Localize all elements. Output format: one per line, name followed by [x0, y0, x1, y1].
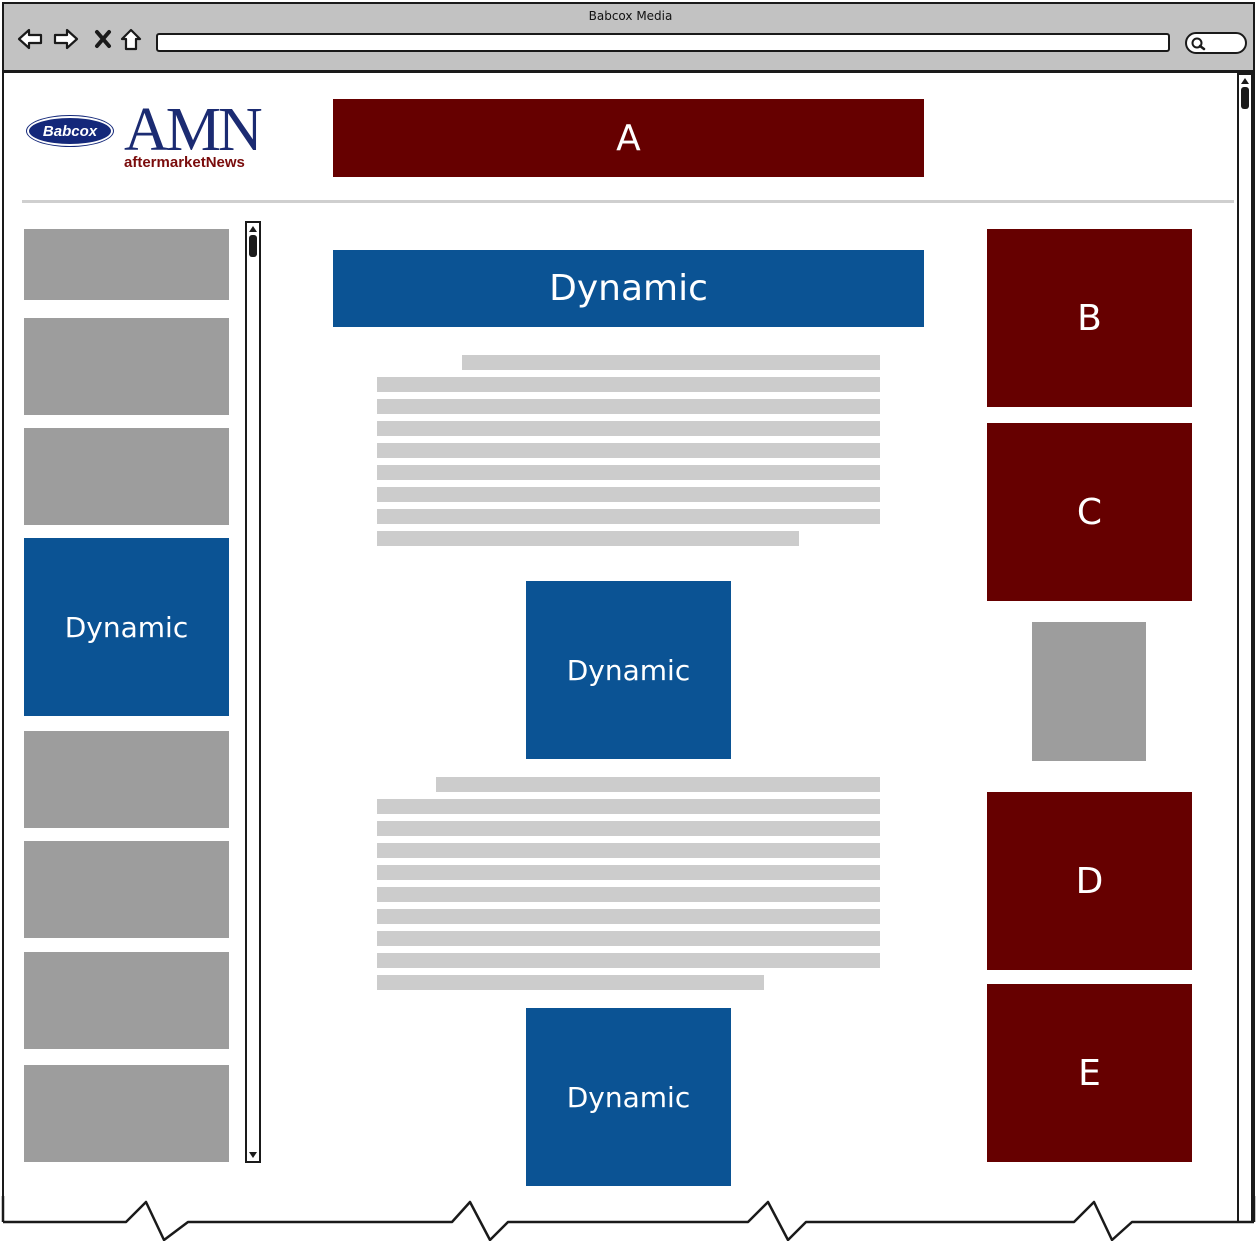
left-sidebar-placeholder[interactable] [24, 841, 229, 938]
close-icon[interactable] [90, 24, 118, 54]
url-input[interactable] [156, 33, 1170, 52]
text-line-placeholder [377, 443, 880, 458]
text-line-placeholder [377, 953, 880, 968]
text-line-placeholder [377, 799, 880, 814]
right-ad-b[interactable]: B [987, 229, 1192, 407]
center-dynamic-block-1[interactable]: Dynamic [526, 581, 731, 759]
text-line-placeholder [377, 487, 880, 502]
text-line-placeholder [377, 865, 880, 880]
forward-arrow-icon[interactable] [52, 24, 80, 54]
search-icon [1191, 37, 1206, 51]
text-line-placeholder [377, 421, 880, 436]
page-scroll-thumb[interactable] [1241, 87, 1249, 109]
center-dynamic-banner[interactable]: Dynamic [333, 250, 924, 327]
text-line-placeholder [462, 355, 880, 370]
babcox-logo-text: Babcox [42, 122, 98, 140]
text-line-placeholder [377, 975, 764, 990]
text-line-placeholder [377, 377, 880, 392]
left-sidebar-placeholder[interactable] [24, 229, 229, 300]
left-sidebar-placeholder[interactable] [24, 1065, 229, 1162]
header-divider [22, 200, 1234, 203]
text-line-placeholder [436, 777, 880, 792]
scroll-up-icon[interactable] [1241, 78, 1249, 84]
left-sidebar-dynamic[interactable]: Dynamic [24, 538, 229, 716]
back-arrow-icon[interactable] [16, 24, 44, 54]
home-icon[interactable] [117, 24, 145, 54]
left-sidebar-placeholder[interactable] [24, 318, 229, 415]
text-line-placeholder [377, 887, 880, 902]
amn-logo-text: AMN [124, 96, 263, 164]
right-ad-d[interactable]: D [987, 792, 1192, 970]
amn-logo-subtitle: aftermarketNews [124, 154, 245, 171]
amn-logo: AMN aftermarketNews [124, 96, 284, 172]
left-sidebar-scroll-thumb[interactable] [249, 235, 257, 257]
left-sidebar-placeholder[interactable] [24, 731, 229, 828]
window-title: Babcox Media [588, 9, 673, 23]
text-line-placeholder [377, 399, 880, 414]
page-continues-break [0, 1196, 1257, 1241]
center-dynamic-block-2[interactable]: Dynamic [526, 1008, 731, 1186]
left-sidebar-placeholder[interactable] [24, 952, 229, 1049]
text-line-placeholder [377, 531, 799, 546]
right-sidebar-placeholder[interactable] [1032, 622, 1146, 761]
scroll-up-icon[interactable] [249, 226, 257, 232]
search-input[interactable] [1185, 32, 1247, 54]
right-ad-e[interactable]: E [987, 984, 1192, 1162]
babcox-logo: Babcox [27, 116, 113, 146]
text-line-placeholder [377, 465, 880, 480]
left-sidebar-placeholder[interactable] [24, 428, 229, 525]
header-ad-a[interactable]: A [333, 99, 924, 177]
text-line-placeholder [377, 509, 880, 524]
page-scrollbar[interactable] [1237, 73, 1253, 1224]
left-sidebar-scrollbar[interactable] [245, 221, 261, 1163]
text-line-placeholder [377, 821, 880, 836]
text-line-placeholder [377, 931, 880, 946]
scroll-down-icon[interactable] [249, 1152, 257, 1158]
text-line-placeholder [377, 909, 880, 924]
text-line-placeholder [377, 843, 880, 858]
right-ad-c[interactable]: C [987, 423, 1192, 601]
browser-toolbar: Babcox Media [2, 2, 1255, 73]
